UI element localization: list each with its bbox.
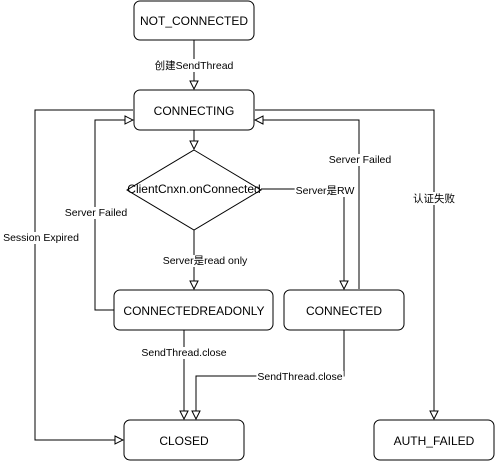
state-connected-readonly-label: CONNECTEDREADONLY [123, 304, 264, 318]
state-connected-label: CONNECTED [306, 304, 382, 318]
state-connecting: CONNECTING [133, 89, 255, 131]
state-closed-label: CLOSED [159, 434, 209, 448]
state-connecting-label: CONNECTING [154, 104, 235, 118]
label-connected-server-failed-text: Server Failed [329, 154, 392, 166]
label-server-read-only-text: Server是read only [163, 255, 248, 267]
label-connected-server-failed: Server Failed [327, 154, 393, 166]
state-connected-readonly: CONNECTEDREADONLY [113, 289, 274, 331]
state-not-connected: NOT_CONNECTED [133, 0, 255, 41]
label-auth-failed-text: 认证失败 [413, 192, 455, 205]
state-connected: CONNECTED [283, 289, 405, 331]
edge-session-expired-line [34, 109, 133, 440]
label-create-send-thread-text: 创建SendThread [155, 59, 234, 72]
state-closed: CLOSED [123, 419, 245, 461]
state-auth-failed-label: AUTH_FAILED [394, 434, 475, 448]
label-connected-close: SendThread.close [256, 371, 344, 383]
label-server-read-only: Server是read only [161, 255, 250, 267]
state-not-connected-label: NOT_CONNECTED [140, 14, 248, 28]
edge-auth-failed [255, 109, 434, 419]
label-readonly-close: SendThread.close [140, 347, 228, 359]
label-readonly-close-text: SendThread.close [141, 347, 226, 359]
label-create-send-thread: 创建SendThread [153, 59, 235, 72]
label-readonly-server-failed-text: Server Failed [65, 207, 128, 219]
label-server-rw: Server是RW [294, 185, 356, 197]
label-session-expired-text: Session Expired [3, 232, 79, 244]
edge-server-rw [261, 188, 344, 289]
edge-auth-failed-line [255, 109, 434, 419]
label-session-expired: Session Expired [2, 232, 81, 244]
decision-on-connected-label: ClientCnxn.onConnected [127, 182, 260, 196]
edge-server-rw-line [261, 188, 344, 289]
label-connected-close-text: SendThread.close [257, 371, 342, 383]
label-readonly-server-failed: Server Failed [63, 207, 129, 219]
label-server-rw-text: Server是RW [296, 185, 355, 197]
decision-on-connected: ClientCnxn.onConnected [126, 149, 262, 231]
edge-connected-server-failed-line [255, 120, 360, 289]
label-auth-failed: 认证失败 [412, 192, 457, 205]
edge-connected-server-failed [255, 120, 360, 289]
edge-session-expired [34, 109, 133, 440]
state-auth-failed: AUTH_FAILED [373, 419, 495, 461]
